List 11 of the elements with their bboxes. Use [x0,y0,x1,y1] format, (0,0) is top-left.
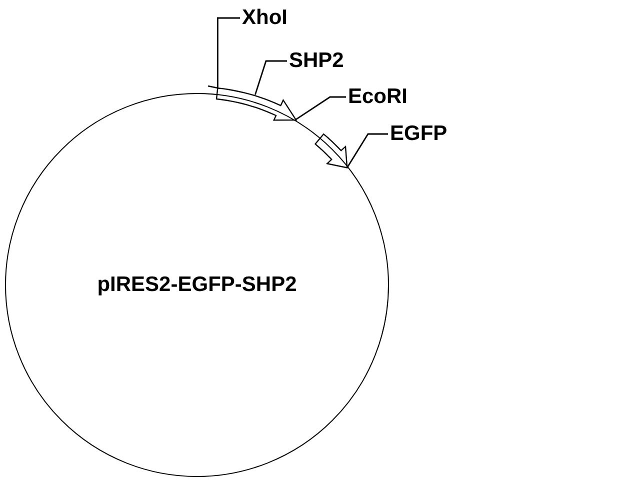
leader-line [254,60,287,95]
plasmid-name: pIRES2-EGFP-SHP2 [97,273,297,297]
leader-line [295,96,346,120]
gene-label: EGFP [390,122,448,146]
site-label: XhoI [242,6,288,30]
gene-arrow [216,87,298,121]
gene-arrow [314,133,348,168]
site-label: EcoRI [348,85,408,109]
leader-line [207,17,241,89]
gene-label: SHP2 [289,49,344,73]
leader-line [346,133,388,168]
